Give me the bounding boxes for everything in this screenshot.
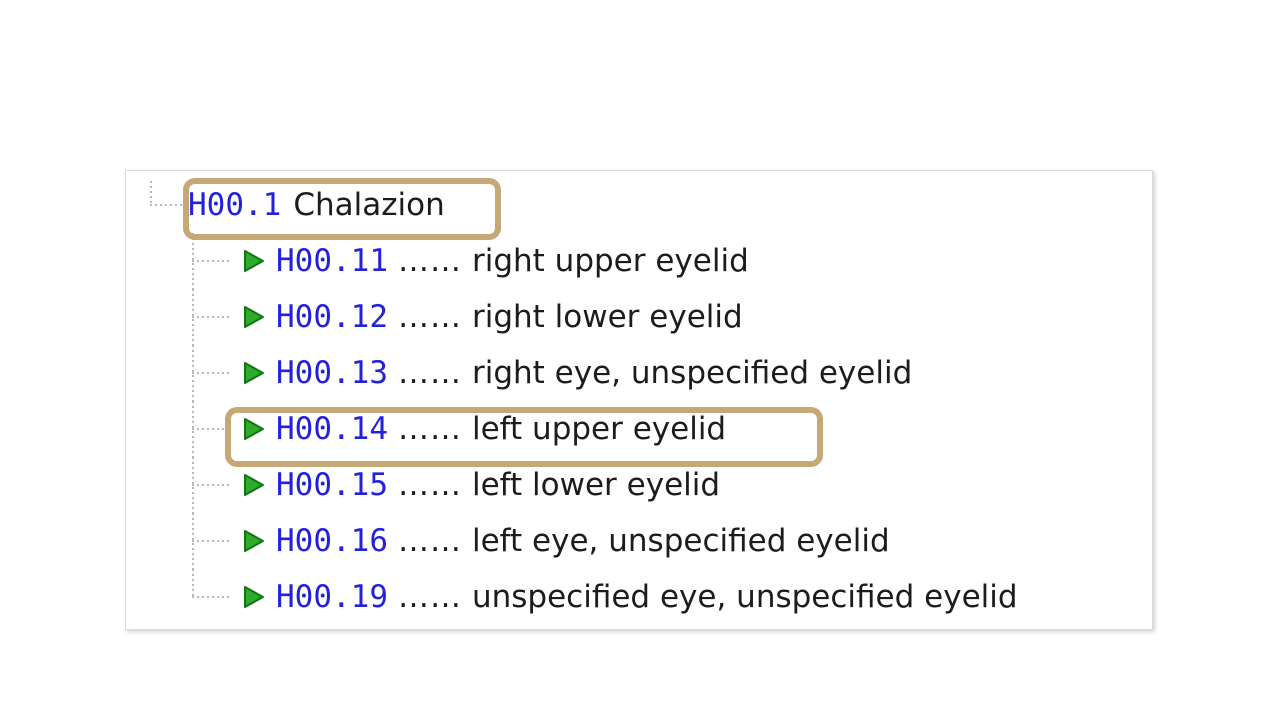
tree-connector-elbow-last bbox=[182, 569, 238, 625]
tree-connector-elbow bbox=[182, 513, 238, 569]
item-leader-dots: …… bbox=[397, 411, 462, 447]
tree-row-item[interactable]: H00.15 …… left lower eyelid bbox=[182, 457, 720, 513]
icd-code-tree-panel: H00.1 Chalazion H00.11 …… right upper ey… bbox=[125, 170, 1153, 630]
tree-connector-horizontal bbox=[192, 596, 232, 598]
tree-connector-vertical bbox=[192, 569, 194, 598]
green-play-triangle-icon bbox=[238, 582, 268, 612]
item-code-label: H00.14 bbox=[276, 411, 388, 447]
tree-connector-horizontal bbox=[192, 316, 232, 318]
tree-row-item[interactable]: H00.12 …… right lower eyelid bbox=[182, 289, 743, 345]
item-leader-dots: …… bbox=[397, 299, 462, 335]
green-play-triangle-icon bbox=[238, 470, 268, 500]
tree-connector-horizontal bbox=[192, 260, 232, 262]
item-code-label: H00.13 bbox=[276, 355, 388, 391]
item-description-label: unspecified eye, unspecified eyelid bbox=[471, 579, 1018, 615]
item-description-label: right upper eyelid bbox=[471, 243, 749, 279]
green-play-triangle-icon bbox=[238, 414, 268, 444]
tree-row-item[interactable]: H00.16 …… left eye, unspecified eyelid bbox=[182, 513, 890, 569]
item-description-label: left upper eyelid bbox=[471, 411, 727, 447]
tree-connector-elbow bbox=[182, 401, 238, 457]
item-description-label: right eye, unspecified eyelid bbox=[471, 355, 913, 391]
item-code-label: H00.11 bbox=[276, 243, 388, 279]
item-description-label: left lower eyelid bbox=[471, 467, 721, 503]
item-leader-dots: …… bbox=[397, 579, 462, 615]
tree-connector-horizontal bbox=[192, 484, 232, 486]
item-leader-dots: …… bbox=[397, 523, 462, 559]
tree-row-item[interactable]: H00.13 …… right eye, unspecified eyelid bbox=[182, 345, 912, 401]
green-play-triangle-icon bbox=[238, 302, 268, 332]
item-description-label: left eye, unspecified eyelid bbox=[471, 523, 890, 559]
tree-connector-horizontal bbox=[192, 372, 232, 374]
parent-code-label: H00.1 bbox=[188, 187, 282, 223]
green-play-triangle-icon bbox=[238, 358, 268, 388]
item-code-label: H00.16 bbox=[276, 523, 388, 559]
item-leader-dots: …… bbox=[397, 243, 462, 279]
tree-connector-vertical bbox=[150, 181, 152, 205]
item-description-label: right lower eyelid bbox=[471, 299, 743, 335]
green-play-triangle-icon bbox=[238, 246, 268, 276]
item-code-label: H00.15 bbox=[276, 467, 388, 503]
tree-row-item[interactable]: H00.19 …… unspecified eye, unspecified e… bbox=[182, 569, 1018, 625]
tree-connector-horizontal bbox=[150, 204, 184, 206]
tree-row-parent[interactable]: H00.1 Chalazion bbox=[140, 177, 445, 233]
tree-connector-elbow bbox=[182, 345, 238, 401]
tree-connector-elbow bbox=[182, 289, 238, 345]
tree-connector-elbow bbox=[182, 233, 238, 289]
tree-connector-elbow bbox=[140, 177, 188, 233]
item-code-label: H00.19 bbox=[276, 579, 388, 615]
tree-connector-horizontal bbox=[192, 540, 232, 542]
tree-connector-horizontal bbox=[192, 428, 232, 430]
green-play-triangle-icon bbox=[238, 526, 268, 556]
item-leader-dots: …… bbox=[397, 355, 462, 391]
item-code-label: H00.12 bbox=[276, 299, 388, 335]
parent-title-label: Chalazion bbox=[293, 187, 445, 223]
item-leader-dots: …… bbox=[397, 467, 462, 503]
tree-row-item[interactable]: H00.11 …… right upper eyelid bbox=[182, 233, 749, 289]
tree-connector-elbow bbox=[182, 457, 238, 513]
tree-row-item-selected[interactable]: H00.14 …… left upper eyelid bbox=[182, 401, 726, 457]
